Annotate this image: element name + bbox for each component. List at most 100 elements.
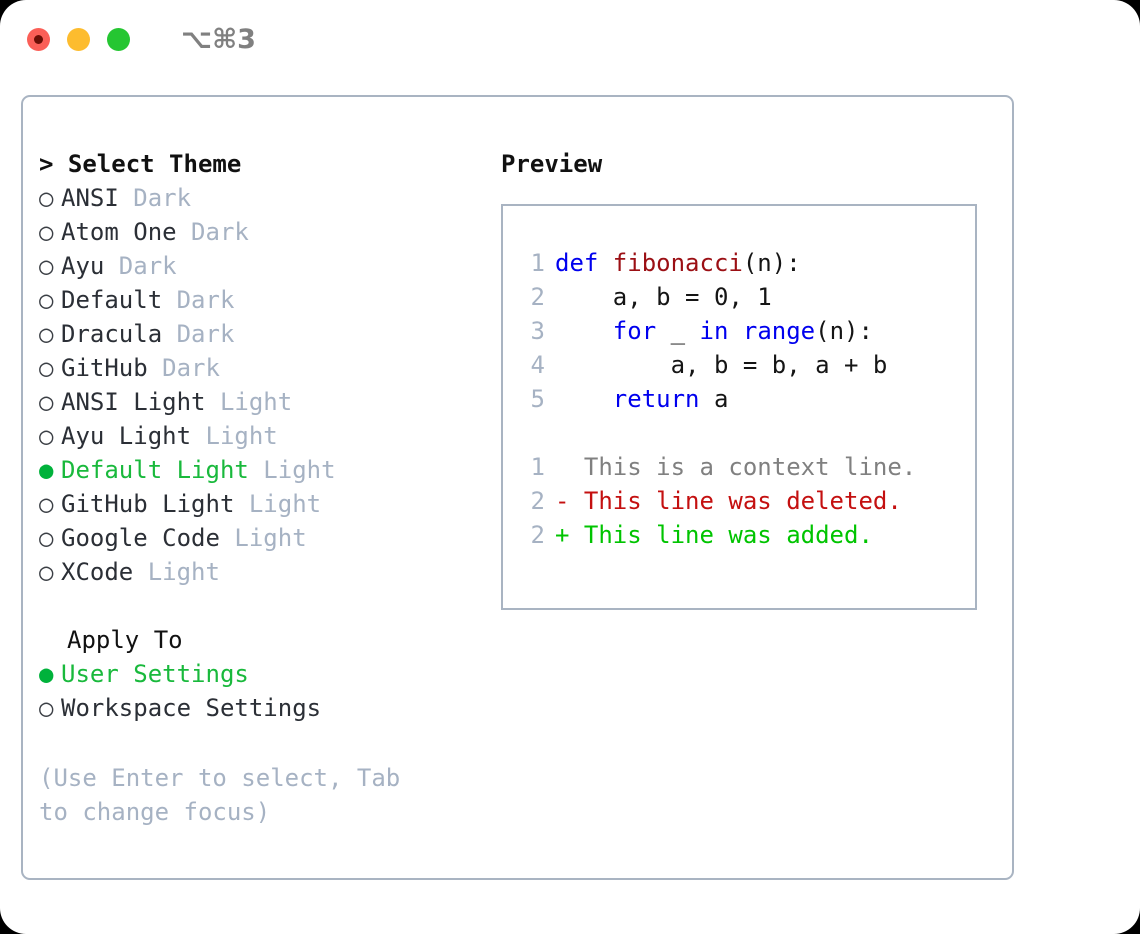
apply-to-option-label: Workspace Settings (61, 694, 322, 722)
radio-unselected-icon: ○ (39, 320, 54, 348)
code-token: def (555, 249, 613, 277)
radio-selected-icon: ● (39, 456, 54, 484)
theme-variant-badge: Light (133, 558, 220, 586)
theme-option-label: XCode (61, 558, 134, 586)
theme-option-label: Google Code (61, 524, 220, 552)
main-panel: > Select Theme ○ANSI Dark○Atom One Dark○… (21, 95, 1014, 880)
theme-variant-badge: Light (234, 490, 322, 518)
theme-variant-badge: Dark (176, 218, 249, 246)
code-token: a, b = 0, 1 (555, 283, 772, 311)
radio-unselected-icon: ○ (39, 422, 54, 450)
apply-to-option-workspace-settings[interactable]: ○Workspace Settings (39, 691, 489, 725)
theme-option-atom-one[interactable]: ○Atom One Dark (39, 215, 489, 249)
theme-option-label: GitHub Light (61, 490, 235, 518)
apply-to-option-user-settings[interactable]: ●User Settings (39, 657, 489, 691)
theme-variant-badge: Light (191, 422, 278, 450)
code-token: in (699, 317, 729, 345)
theme-option-label: ANSI Light (61, 388, 206, 416)
minimize-button[interactable] (67, 27, 90, 51)
code-token: a (699, 385, 729, 413)
theme-selector: > Select Theme ○ANSI Dark○Atom One Dark○… (39, 147, 489, 725)
apply-to-option-label: User Settings (61, 660, 249, 688)
radio-unselected-icon: ○ (39, 286, 54, 314)
diff-line-ctx: 1 This is a context line. (517, 450, 917, 484)
keyboard-hint-text: (Use Enter to select, Tab to change focu… (39, 764, 401, 826)
preview-title: Preview (501, 150, 603, 178)
code-token: _ (656, 317, 700, 345)
diff-marker: - (555, 487, 570, 515)
close-button[interactable] (27, 27, 50, 51)
code-token (555, 385, 613, 413)
code-token: return (612, 385, 700, 413)
theme-option-google-code[interactable]: ○Google Code Light (39, 521, 489, 555)
code-token: (n): (815, 317, 873, 345)
theme-variant-badge: Dark (104, 252, 177, 280)
theme-option-default-light[interactable]: ●Default Light Light (39, 453, 489, 487)
code-line: 5 return a (517, 382, 916, 416)
line-number: 1 (530, 453, 545, 481)
theme-option-ayu-light[interactable]: ○Ayu Light Light (39, 419, 489, 453)
theme-option-label: Ayu Light (61, 422, 192, 450)
theme-option-ansi[interactable]: ○ANSI Dark (39, 181, 489, 215)
theme-option-list: ○ANSI Dark○Atom One Dark○Ayu Dark○Defaul… (39, 181, 489, 589)
theme-option-dracula[interactable]: ○Dracula Dark (39, 317, 489, 351)
maximize-button[interactable] (107, 27, 130, 51)
theme-option-ansi-light[interactable]: ○ANSI Light Light (39, 385, 489, 419)
keyboard-shortcut-label: ⌥⌘3 (181, 23, 256, 55)
line-number: 2 (530, 283, 545, 311)
line-number: 1 (530, 249, 545, 277)
line-number: 3 (530, 317, 545, 345)
theme-option-label: Default Light (61, 456, 249, 484)
radio-unselected-icon: ○ (39, 558, 54, 586)
theme-option-default[interactable]: ○Default Dark (39, 283, 489, 317)
theme-option-xcode[interactable]: ○XCode Light (39, 555, 489, 589)
diff-text: This is a context line. (569, 453, 917, 481)
section-spacer (39, 589, 489, 623)
code-line: 3 for _ in range(n): (517, 314, 916, 348)
theme-variant-badge: Light (205, 388, 293, 416)
prompt-caret-icon: > (39, 150, 54, 178)
theme-variant-badge: Light (219, 524, 307, 552)
diff-marker: + (555, 521, 570, 549)
radio-unselected-icon: ○ (39, 218, 54, 246)
diff-line-del: 2- This line was deleted. (517, 484, 916, 518)
line-number: 4 (530, 351, 545, 379)
theme-option-github[interactable]: ○GitHub Dark (39, 351, 489, 385)
theme-option-label: GitHub (61, 354, 148, 382)
radio-unselected-icon: ○ (39, 694, 54, 722)
title-bar: ⌥⌘3 (0, 0, 1140, 78)
theme-list-heading: > Select Theme (39, 147, 489, 181)
radio-unselected-icon: ○ (39, 490, 54, 518)
radio-unselected-icon: ○ (39, 388, 54, 416)
apply-to-option-list: ●User Settings○Workspace Settings (39, 657, 489, 725)
diff-text: This line was deleted. (569, 487, 902, 515)
theme-option-label: ANSI (61, 184, 119, 212)
code-token (555, 317, 613, 345)
theme-variant-badge: Dark (147, 354, 220, 382)
theme-option-ayu[interactable]: ○Ayu Dark (39, 249, 489, 283)
radio-unselected-icon: ○ (39, 252, 54, 280)
code-token: for (612, 317, 657, 345)
theme-option-github-light[interactable]: ○GitHub Light Light (39, 487, 489, 521)
radio-unselected-icon: ○ (39, 184, 54, 212)
theme-option-label: Atom One (61, 218, 177, 246)
theme-option-label: Dracula (61, 320, 163, 348)
theme-variant-badge: Dark (162, 286, 235, 314)
diff-line-add: 2+ This line was added. (517, 518, 916, 552)
theme-variant-badge: Light (248, 456, 336, 484)
radio-unselected-icon: ○ (39, 524, 54, 552)
theme-variant-badge: Dark (162, 320, 235, 348)
code-token: fibonacci (612, 249, 743, 277)
code-token: a, b = b, a + b (555, 351, 888, 379)
line-number: 2 (530, 521, 545, 549)
code-line: 4 a, b = b, a + b (517, 348, 916, 382)
code-line: 2 a, b = 0, 1 (517, 280, 916, 314)
window-controls (27, 27, 130, 51)
line-number: 5 (530, 385, 545, 413)
diff-marker (555, 453, 569, 481)
